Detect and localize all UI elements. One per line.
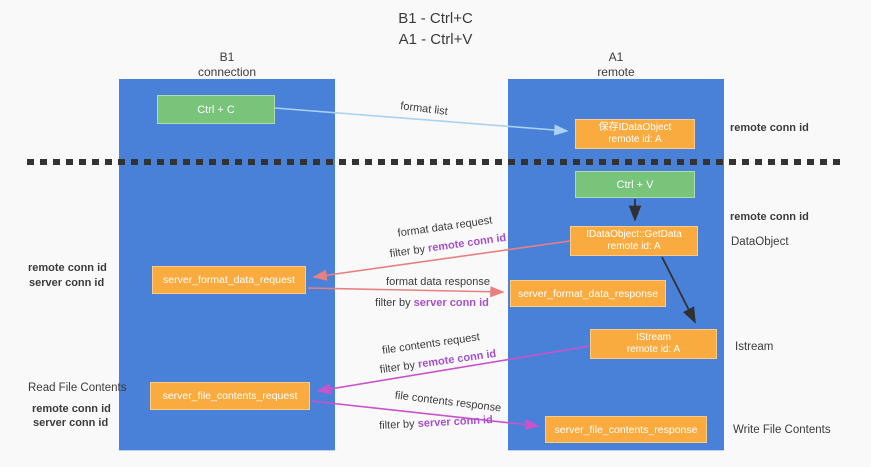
lane-a1-subtitle: remote <box>597 65 635 79</box>
label-istream: Istream <box>735 341 774 353</box>
arrow-format-data-response <box>307 286 505 298</box>
node-server-format-data-request-label: server_format_data_request <box>163 274 295 286</box>
node-server-file-contents-request-label: server_file_contents_request <box>162 390 298 402</box>
label-format-list: format list <box>399 100 449 118</box>
node-server-format-data-request: server_format_data_request <box>152 266 306 294</box>
node-ctrl-v-label: Ctrl + V <box>616 178 654 191</box>
node-server-format-data-response: server_format_data_response <box>510 280 666 307</box>
node-istream: IStream remote id: A <box>590 329 717 359</box>
label-left-server-conn-id-2: server conn id <box>33 417 109 429</box>
label-file-contents-response: file contents response <box>394 389 502 415</box>
remote-conn-id-text: remote conn id <box>417 347 497 371</box>
remote-conn-id-text: remote conn id <box>427 231 507 255</box>
title-line-2: A1 - Ctrl+V <box>398 31 473 48</box>
node-server-file-contents-response: server_file_contents_response <box>545 416 707 443</box>
label-left-server-conn-id-1: server conn id <box>29 277 105 289</box>
label-dataobject: DataObject <box>731 236 789 248</box>
title-line-1: B1 - Ctrl+C <box>398 10 473 27</box>
node-istream-line2: remote id: A <box>626 344 681 355</box>
label-write-file-contents: Write File Contents <box>733 424 831 436</box>
label-right-remote-conn-id-1: remote conn id <box>730 122 809 134</box>
label-read-file-contents: Read File Contents <box>28 382 127 394</box>
node-istream-line1: IStream <box>635 331 671 343</box>
filter-by-text: filter by <box>379 359 416 377</box>
node-getdata-line1: IDataObject::GetData <box>586 228 682 240</box>
lane-b1-subtitle: connection <box>197 65 257 79</box>
node-save-idataobject-line1: 保存IDataObject <box>598 121 672 133</box>
server-conn-id-text: server conn id <box>413 297 489 309</box>
filter-by-text: filter by <box>375 297 411 309</box>
node-save-idataobject: 保存IDataObject remote id: A <box>575 119 695 149</box>
label-left-remote-conn-id-1: remote conn id <box>28 262 107 274</box>
node-server-format-data-response-label: server_format_data_response <box>517 287 659 300</box>
node-server-file-contents-response-label: server_file_contents_response <box>554 423 698 436</box>
filter-by-text: filter by <box>389 243 426 261</box>
label-left-remote-conn-id-2: remote conn id <box>32 403 111 415</box>
label-format-data-response: format data response <box>386 276 490 288</box>
node-server-file-contents-request: server_file_contents_request <box>150 382 310 410</box>
node-ctrl-v: Ctrl + V <box>575 171 695 198</box>
label-filter-by-server-2: filter by server conn id <box>379 414 493 432</box>
lane-a1-name: A1 <box>608 50 624 64</box>
server-conn-id-text: server conn id <box>417 414 494 430</box>
filter-by-text: filter by <box>378 418 415 432</box>
node-getdata-line2: remote id: A <box>607 241 661 252</box>
lane-header-a1: A1 remote <box>508 50 724 80</box>
diagram-title: B1 - Ctrl+C A1 - Ctrl+V <box>0 8 871 50</box>
dashed-separator <box>27 159 845 165</box>
node-save-idataobject-line2: remote id: A <box>608 134 662 145</box>
label-filter-by-server-1: filter by server conn id <box>375 297 489 309</box>
node-getdata: IDataObject::GetData remote id: A <box>570 226 698 256</box>
lane-header-b1: B1 connection <box>119 50 335 80</box>
node-ctrl-c-label: Ctrl + C <box>197 103 235 116</box>
label-right-remote-conn-id-2: remote conn id <box>730 211 809 223</box>
lane-b1-name: B1 <box>219 50 235 64</box>
node-ctrl-c: Ctrl + C <box>157 95 275 124</box>
